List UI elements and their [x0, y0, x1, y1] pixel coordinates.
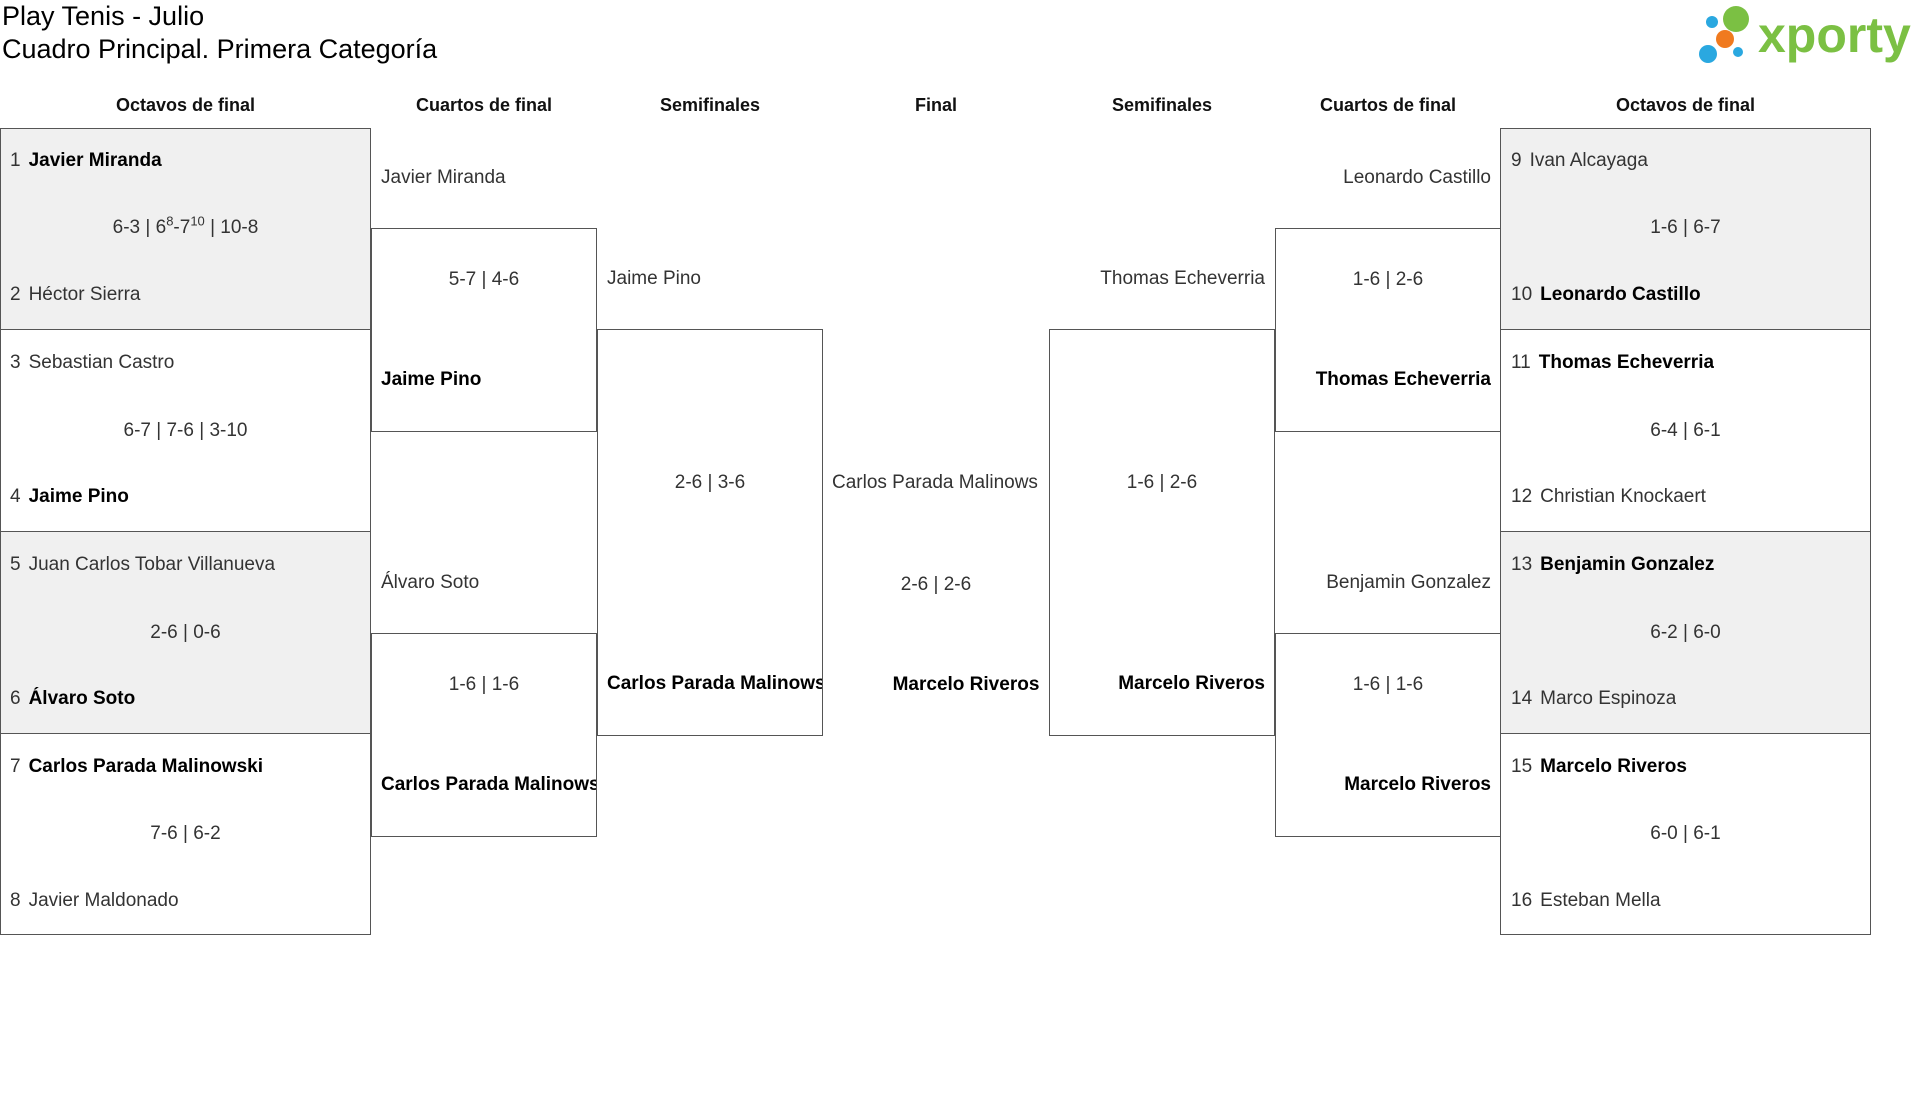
- logo-text: xporty: [1758, 7, 1911, 63]
- champion-name: Marcelo Riveros: [892, 674, 1040, 695]
- player-name: Leonardo Castillo: [1343, 167, 1491, 188]
- player-name: Jaime Pino: [607, 268, 701, 289]
- match-box-right-qf-1: [1275, 228, 1501, 432]
- round-header-left-qf: Cuartos de final: [415, 95, 553, 115]
- match-score: 6-3 | 68-710 | 10-8: [112, 216, 259, 238]
- match-box-right-sf: [1049, 329, 1275, 736]
- logo-dot-blue-tiny: [1733, 47, 1743, 57]
- match-box-right-qf-2: [1275, 633, 1501, 837]
- match-box-left-qf-1: [371, 228, 597, 432]
- match-box-left-sf: [597, 329, 823, 736]
- page-subtitle: Cuadro Principal. Primera Categoría: [2, 34, 438, 64]
- player-name: Benjamin Gonzalez: [1326, 572, 1491, 593]
- match-box-left-r16-4: [0, 733, 371, 935]
- match-box-left-r16-1: [0, 128, 371, 330]
- player-name: Marcelo Riveros: [1118, 673, 1265, 694]
- round-header-left-r16: Octavos de final: [115, 95, 256, 115]
- logo-dot-blue-small: [1706, 16, 1718, 28]
- match-score: 7-6 | 6-2: [150, 823, 221, 844]
- player-name: Álvaro Soto: [381, 572, 480, 593]
- match-score: 2-6 | 0-6: [150, 622, 221, 643]
- match-score: 6-0 | 6-1: [1650, 823, 1721, 844]
- round-header-final: Final: [914, 95, 957, 115]
- logo-dot-green: [1723, 6, 1749, 32]
- player-name: Carlos Parada Malinows: [381, 774, 596, 795]
- round-header-left-sf: Semifinales: [659, 95, 761, 115]
- match-score: 1-6 | 2-6: [1352, 269, 1424, 290]
- match-score: 1-6 | 2-6: [1126, 472, 1198, 493]
- player-name: Carlos Parada Malinows: [832, 472, 1038, 493]
- match-score: 2-6 | 3-6: [674, 472, 746, 493]
- round-header-right-qf: Cuartos de final: [1319, 95, 1457, 115]
- player-name: Thomas Echeverria: [1315, 369, 1491, 390]
- match-box-right-r16-1: [1500, 128, 1871, 330]
- match-box-right-r16-4: [1500, 733, 1871, 935]
- player-name: Marcelo Riveros: [1344, 774, 1491, 795]
- player-name: Carlos Parada Malinows: [607, 673, 822, 694]
- round-header-right-r16: Octavos de final: [1615, 95, 1756, 115]
- xporty-logo: xporty: [1699, 6, 1911, 63]
- match-box-right-r16-3: [1500, 531, 1871, 734]
- match-score: 2-6 | 2-6: [900, 574, 972, 595]
- logo-dot-blue: [1699, 45, 1717, 63]
- match-score: 5-7 | 4-6: [448, 269, 520, 290]
- match-score: 6-4 | 6-1: [1650, 420, 1721, 441]
- match-score: 6-2 | 6-0: [1650, 622, 1721, 643]
- round-header-right-sf: Semifinales: [1111, 95, 1213, 115]
- match-score: 1-6 | 1-6: [1352, 674, 1424, 695]
- player-name: Jaime Pino: [381, 369, 482, 390]
- match-score: 1-6 | 1-6: [448, 674, 520, 695]
- player-name: Thomas Echeverria: [1100, 268, 1265, 289]
- page-title: Play Tenis - Julio: [2, 1, 205, 31]
- player-name: Javier Miranda: [381, 167, 506, 188]
- match-box-left-qf-2: [371, 633, 597, 837]
- logo-dot-orange: [1716, 30, 1734, 48]
- match-score: 1-6 | 6-7: [1650, 217, 1721, 238]
- match-score: 6-7 | 7-6 | 3-10: [123, 420, 248, 441]
- match-box-left-r16-3: [0, 531, 371, 734]
